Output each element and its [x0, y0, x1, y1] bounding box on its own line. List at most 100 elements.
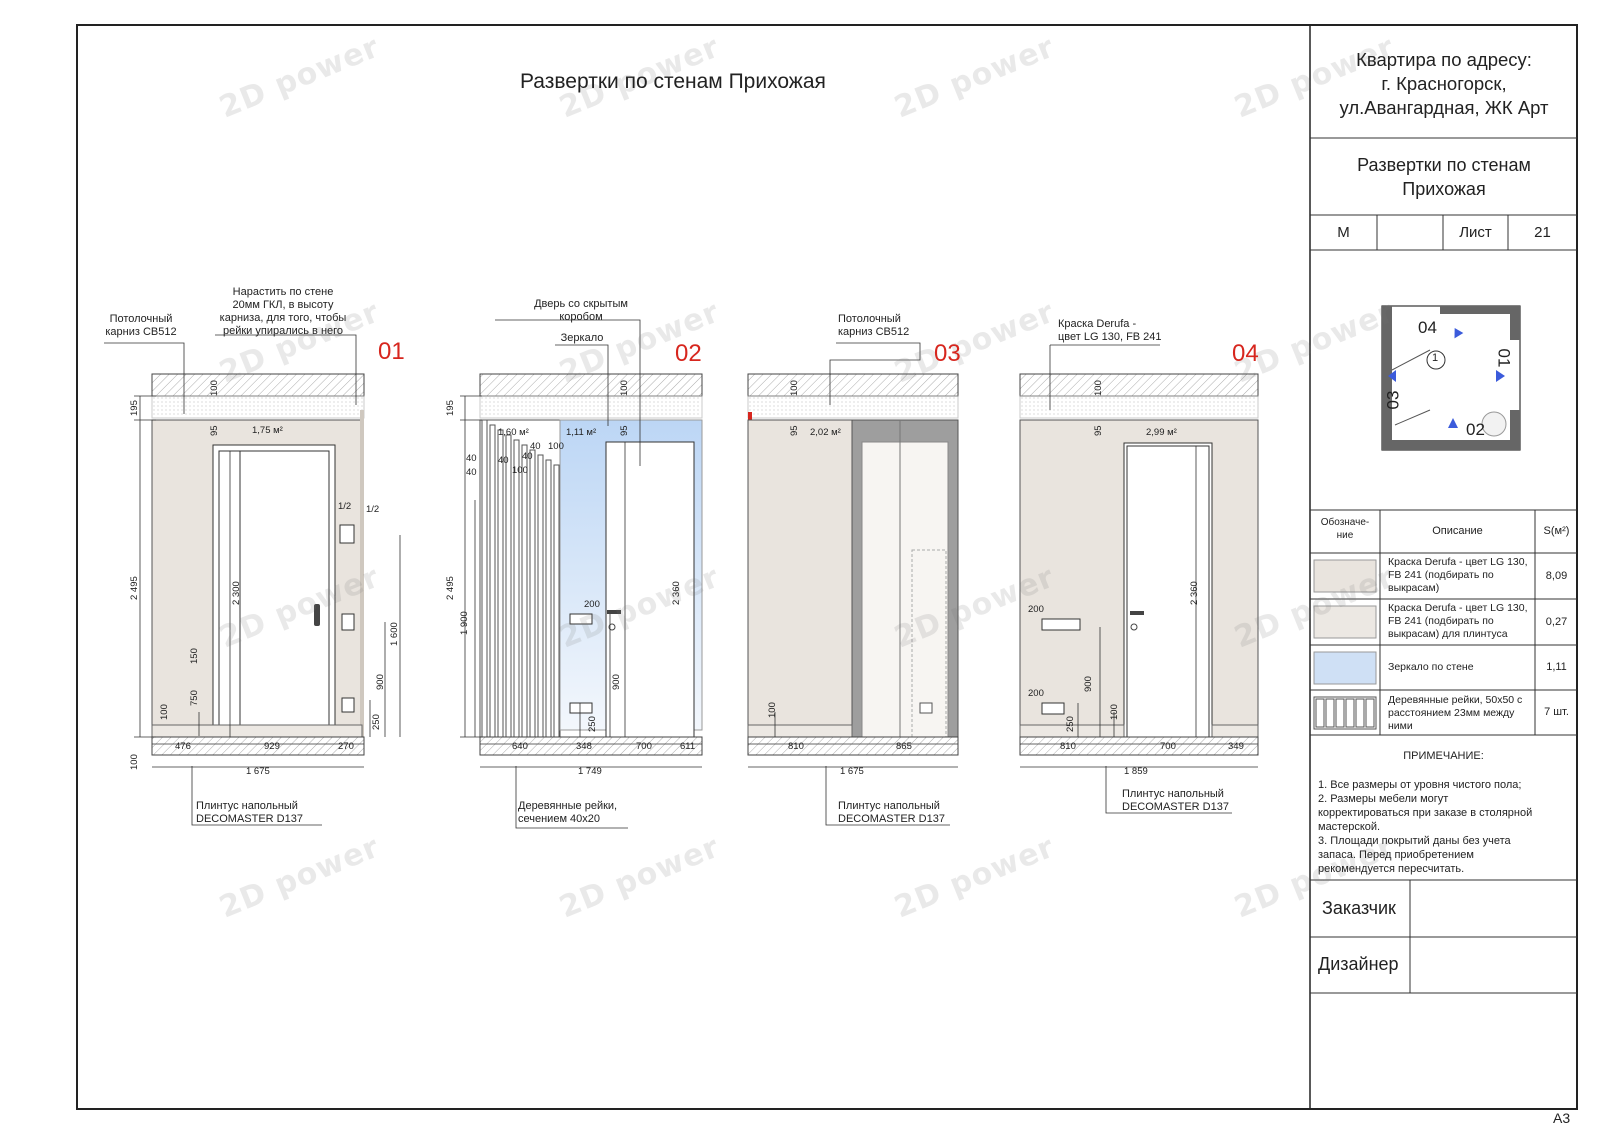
callout-hidden-door: Дверь со скрытым коробом — [526, 298, 636, 324]
key-plan-room-number: 1 — [1432, 352, 1439, 364]
dim-height: 2 495 — [129, 576, 140, 600]
elevation-number: 01 — [378, 338, 405, 365]
swatch-paint-baseboard — [1313, 605, 1377, 639]
address-line: Квартира по адресу: — [1356, 49, 1532, 70]
dim-switch: 150 — [189, 648, 200, 664]
legend-swatches — [1313, 559, 1377, 730]
callout-line: карниза, для того, чтобы — [219, 312, 347, 324]
elevation-04 — [1019, 344, 1259, 814]
dim-total: 1 749 — [578, 766, 602, 777]
area-label: 1,75 м² — [252, 425, 283, 436]
sheet-label: Лист — [1459, 224, 1492, 241]
callout-line: карниз CB512 — [105, 326, 177, 338]
dim-door: 2 300 — [231, 581, 242, 605]
key-plan — [1381, 305, 1521, 451]
dim-bottom: 810 — [788, 741, 804, 752]
dim-half: 1/2 — [366, 504, 380, 515]
callout-line: DECOMASTER D137 — [1122, 801, 1229, 813]
address-line: г. Красногорск, — [1381, 73, 1507, 94]
dim-1600: 1 600 — [389, 622, 400, 646]
key-arrow-04 — [1454, 328, 1464, 339]
legend-description: Краска Derufa - цвет LG 130, FB 241 (под… — [1388, 602, 1528, 640]
callout-line: рейки упирались в него — [222, 325, 344, 337]
scale-label: М — [1337, 224, 1350, 241]
callout-line: Краска Derufa - — [1058, 318, 1137, 330]
callout-line: DECOMASTER D137 — [196, 813, 303, 825]
callout-baseboard: Плинтус напольный DECOMASTER D137 — [1122, 788, 1242, 814]
dim-bottom: 810 — [1060, 741, 1076, 752]
swatch-slats — [1313, 696, 1377, 730]
callout-line: Потолочный — [109, 313, 173, 325]
elevation-number: 03 — [934, 340, 961, 367]
callout-cornice: Потолочный карниз CB512 — [98, 313, 184, 339]
callout-baseboard: Плинтус напольный DECOMASTER D137 — [838, 800, 958, 826]
dim-total: 1 675 — [246, 766, 270, 777]
callout-line: Плинтус напольный — [1122, 788, 1224, 800]
note-line: рекомендуется пересчитать. — [1318, 863, 1465, 875]
callout-line: Плинтус напольный — [196, 800, 298, 812]
legend-description: Деревянные рейки, 50х50 с расстоянием 23… — [1388, 694, 1523, 732]
dim-total: 1 859 — [1124, 766, 1148, 777]
callout-paint: Краска Derufa - цвет LG 130, FB 241 — [1058, 318, 1178, 344]
key-plan-label-01: 01 — [1494, 348, 1514, 368]
dim-gap: 95 — [789, 425, 800, 436]
dim-bottom: 640 — [512, 741, 528, 752]
note-line: мастерской. — [1318, 821, 1381, 833]
callout-mirror: Зеркало — [560, 332, 604, 344]
dim-bottom: 348 — [576, 741, 592, 752]
dim-gap: 95 — [619, 425, 630, 436]
address-line: ул.Авангардная, ЖК Арт — [1339, 97, 1549, 118]
dim-top: 195 — [445, 400, 456, 416]
sheet-frame — [76, 24, 1578, 1110]
callout-line: Дверь со скрытым — [534, 298, 628, 310]
dim-bottom: 700 — [1160, 741, 1176, 752]
customer-label: Заказчик — [1322, 898, 1396, 918]
swatch-mirror — [1313, 651, 1377, 685]
legend-value: 1,11 — [1546, 661, 1567, 673]
legend-description: Зеркало по стене — [1388, 661, 1474, 673]
dim-slat: 40 — [498, 455, 509, 466]
callout-slats: Деревянные рейки, сечением 40х20 — [518, 800, 638, 826]
callout-cornice: Потолочный карниз CB512 — [838, 313, 928, 339]
elevation-02 — [460, 319, 703, 829]
callout-line: DECOMASTER D137 — [838, 813, 945, 825]
dim-slat: 40 — [522, 451, 533, 462]
dim-bottom: 270 — [338, 741, 354, 752]
key-plan-label-02: 02 — [1466, 420, 1485, 439]
area-label: 1,11 м² — [566, 427, 597, 438]
dim-bottom: 929 — [264, 741, 280, 752]
legend-header-area: S(м²) — [1543, 525, 1570, 537]
key-arrow-02 — [1448, 418, 1458, 428]
legend-value: 0,27 — [1545, 616, 1568, 628]
area-label: 2,02 м² — [810, 427, 841, 438]
dim-gap: 95 — [1093, 425, 1104, 436]
legend-header-description: Описание — [1432, 525, 1483, 537]
dim-900: 900 — [611, 674, 622, 690]
callout-line: Плинтус напольный — [838, 800, 940, 812]
dim-100: 100 — [1109, 704, 1120, 720]
dim-slat: 100 — [512, 465, 528, 476]
dim-top: 195 — [129, 400, 140, 416]
dim-slat: 100 — [548, 441, 564, 452]
dim-base: 100 — [129, 754, 140, 770]
legend-header-symbol: Обозначе-ние — [1320, 517, 1370, 541]
dim-900: 900 — [1083, 676, 1094, 692]
key-plan-label-04: 04 — [1418, 318, 1437, 337]
note-line: 1. Все размеры от уровня чистого пола; — [1318, 779, 1522, 791]
dim-250: 250 — [371, 714, 382, 730]
dim-bottom: 865 — [896, 741, 912, 752]
dim-bottom: 700 — [636, 741, 652, 752]
note-line: запаса. Перед приобретением — [1318, 849, 1474, 861]
sheet-format: A3 — [1553, 1110, 1571, 1126]
legend-description: Краска Derufa - цвет LG 130, FB 241 (под… — [1388, 556, 1528, 594]
dim-slat: 40 — [530, 441, 541, 452]
dim-handle: 200 — [584, 599, 600, 610]
dim-slat: 40 — [466, 467, 477, 478]
sheet-number: 21 — [1534, 224, 1551, 241]
elevation-01 — [104, 334, 401, 826]
callout-gkl: Нарастить по стене 20мм ГКЛ, в высоту ка… — [208, 286, 358, 338]
dim-switch: 200 — [1028, 604, 1044, 615]
dim-slats: 1 900 — [459, 611, 470, 635]
elevation-03 — [747, 342, 959, 826]
